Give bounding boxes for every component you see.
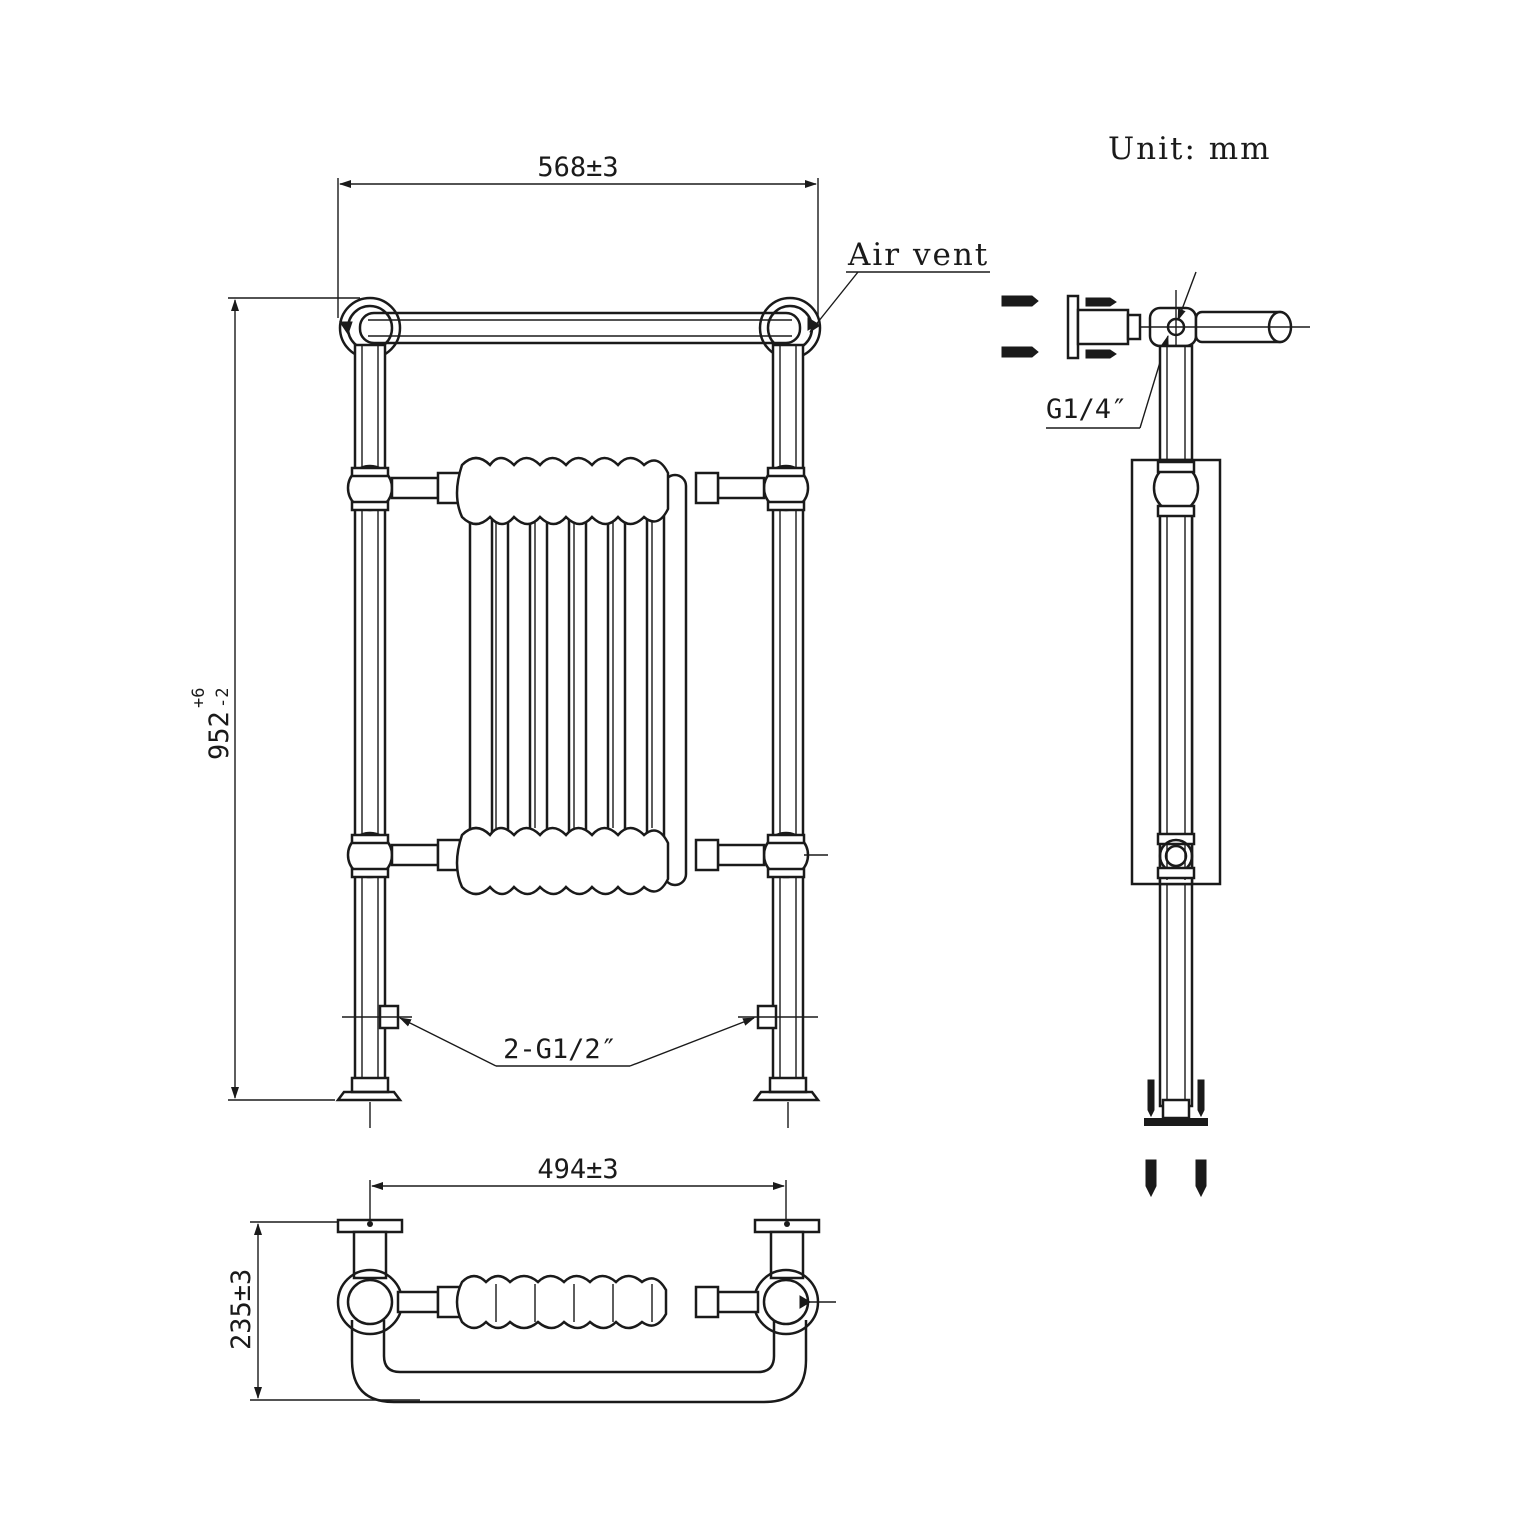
front-height-tol-lower: -2 — [213, 688, 233, 708]
top-wall-plates — [336, 1218, 821, 1280]
front-view: 568±3 952 +6 -2 — [189, 152, 990, 1128]
vent-thread-label: G1/4″ — [1046, 394, 1127, 425]
radiator-columns — [455, 456, 688, 896]
front-width-label: 568±3 — [537, 152, 618, 183]
inlet-label: 2-G1/2″ — [503, 1034, 617, 1065]
air-vent-label: Air vent — [847, 237, 989, 273]
top-radiator-sections — [455, 1274, 668, 1330]
front-width-dimension: 568±3 — [337, 152, 819, 318]
top-depth-label: 235±3 — [226, 1269, 257, 1350]
top-view: 494±3 235±3 — [226, 1154, 836, 1404]
top-width-dimension: 494±3 — [369, 1154, 787, 1222]
front-height-tol-upper: +6 — [189, 688, 209, 708]
inlet-valves: 2-G1/2″ — [342, 1004, 818, 1067]
unit-label: Unit: mm — [1108, 131, 1272, 167]
top-towel-rail — [338, 296, 822, 360]
side-view: G1/4″ — [1001, 271, 1310, 1198]
top-connectors — [396, 1285, 760, 1319]
front-height-dimension: 952 +6 -2 — [189, 297, 360, 1101]
wall-bracket-exploded — [1001, 294, 1142, 360]
top-u-rail — [336, 1268, 836, 1404]
top-depth-dimension: 235±3 — [226, 1221, 420, 1401]
air-vent-callout: Air vent — [809, 237, 990, 333]
upper-connector — [346, 464, 810, 512]
vent-thread-callout: G1/4″ — [1046, 335, 1169, 429]
front-height-label: 952 — [204, 711, 235, 760]
side-top-rail — [1140, 271, 1310, 360]
side-radiator-body — [1130, 458, 1222, 886]
top-width-label: 494±3 — [537, 1154, 618, 1185]
side-floor-fixing — [1144, 1079, 1208, 1198]
lower-connector — [346, 831, 828, 879]
